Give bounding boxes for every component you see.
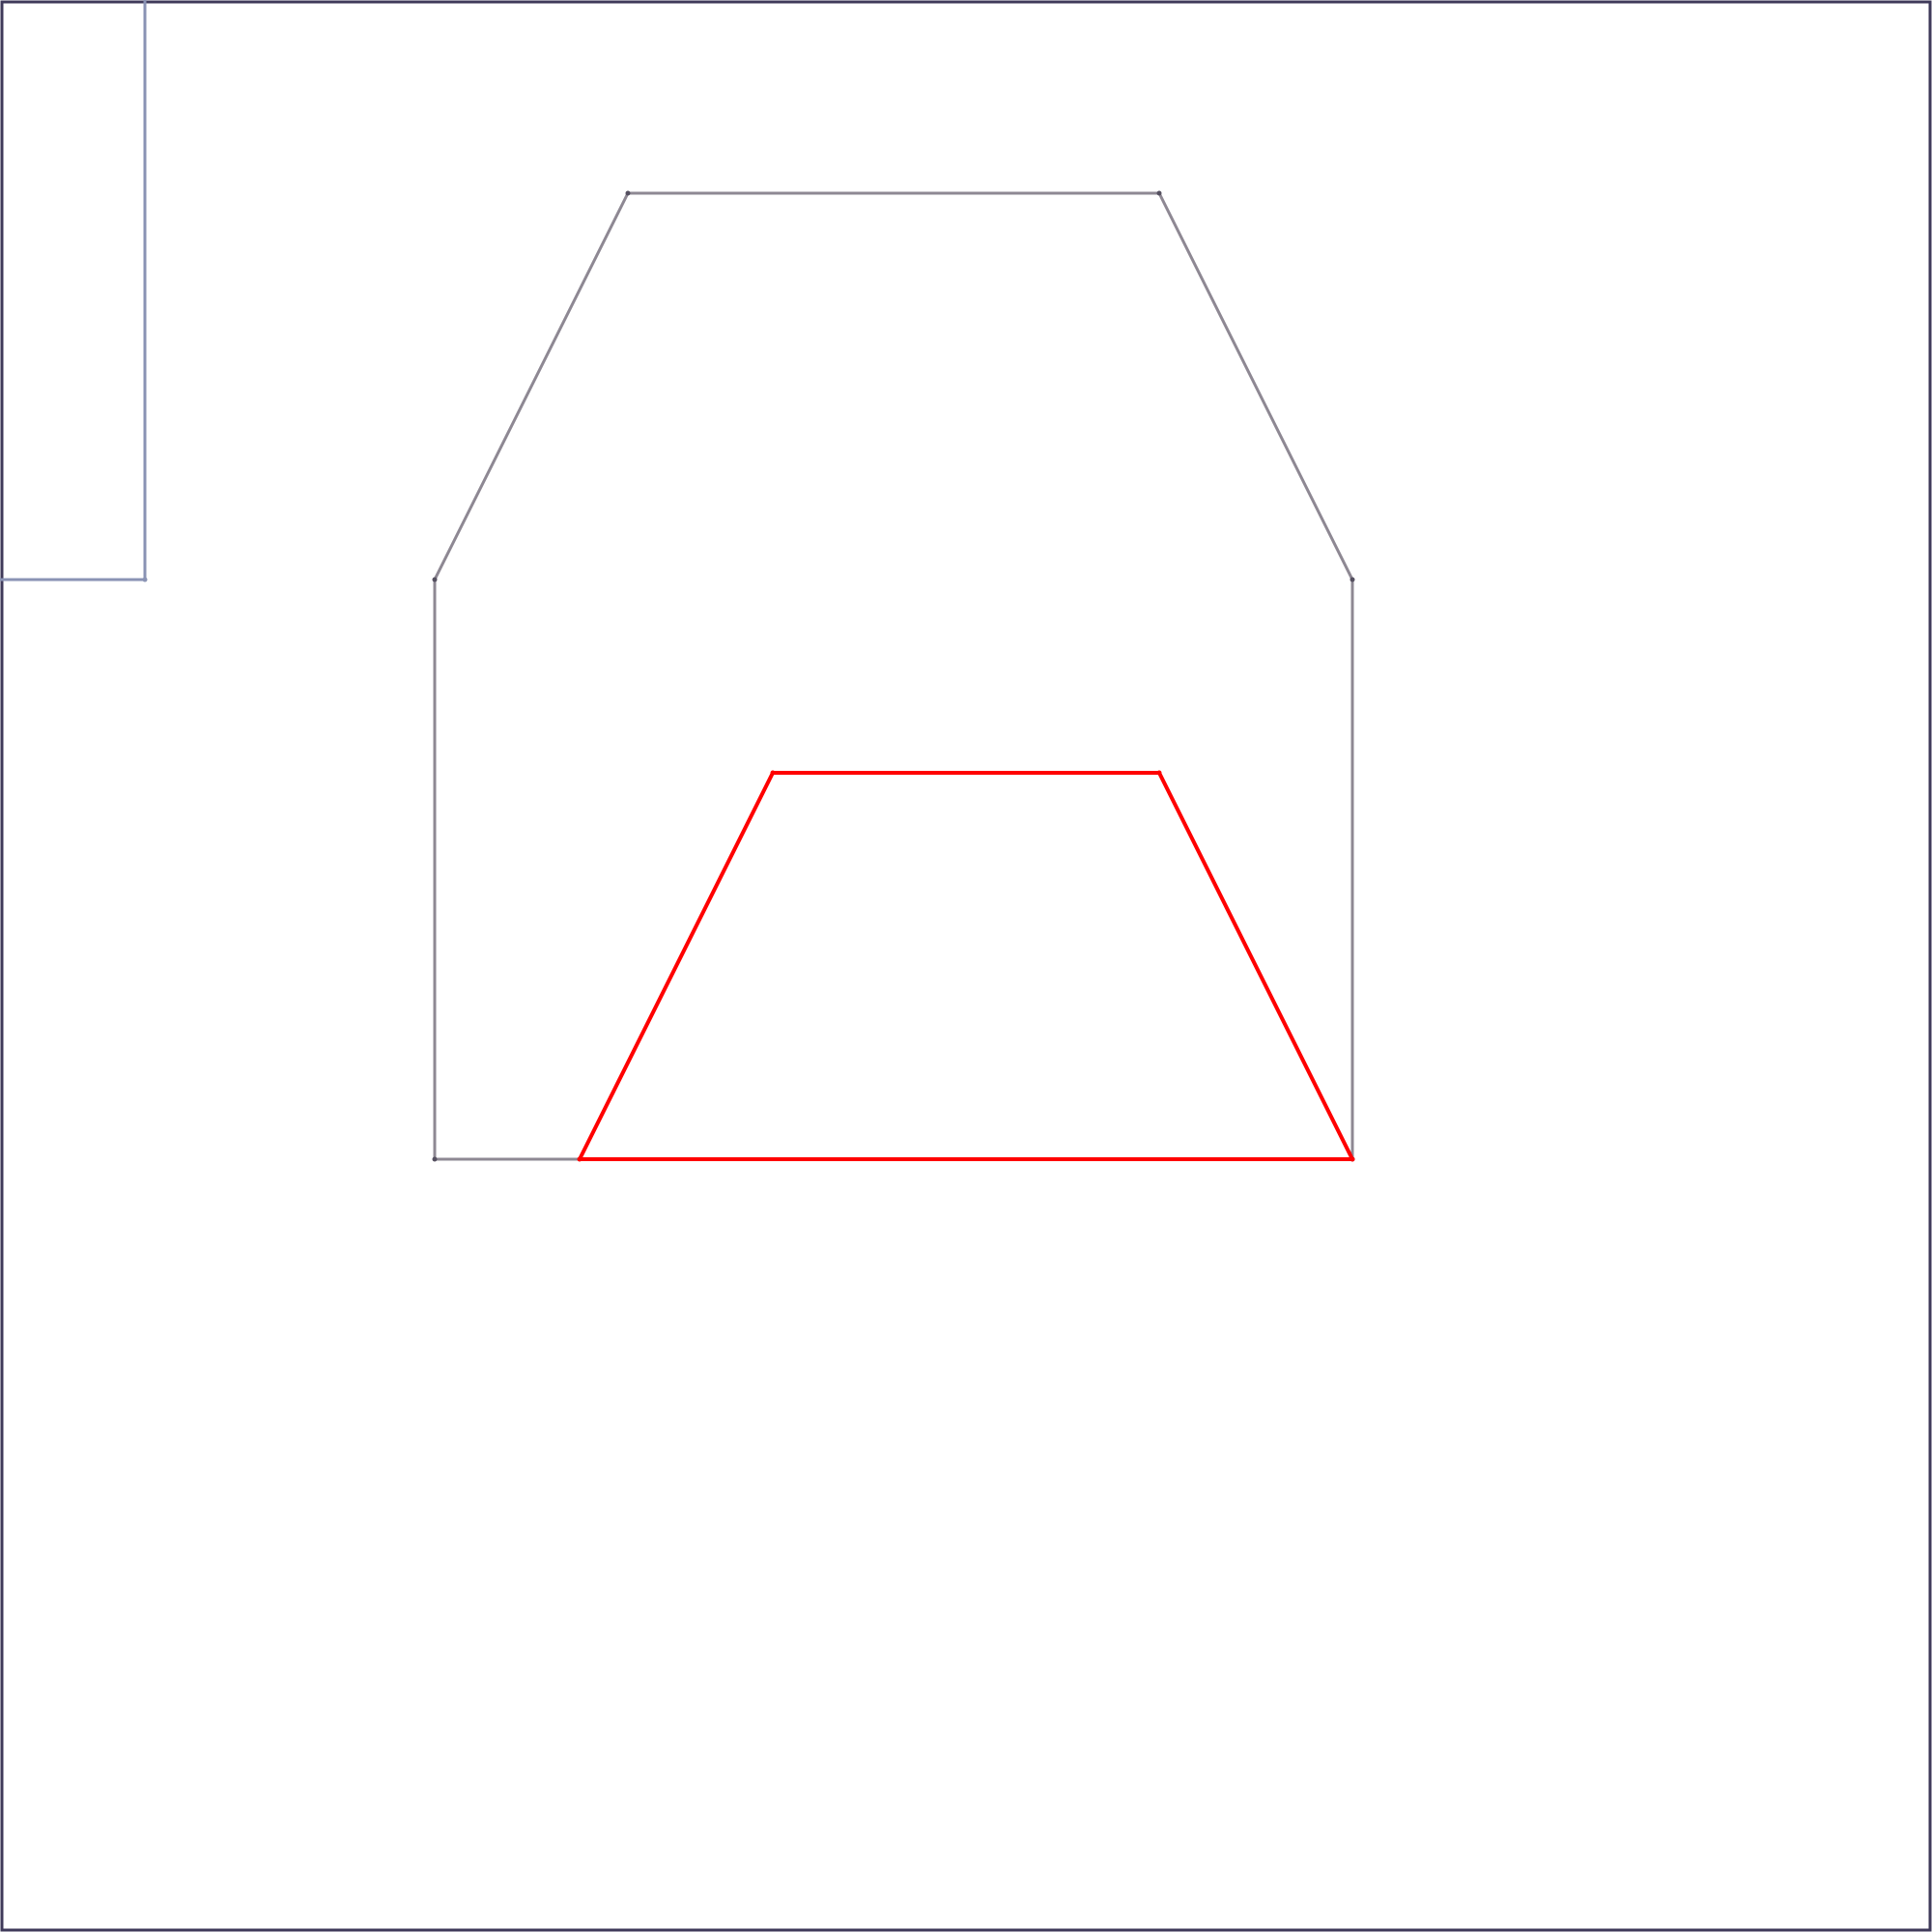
outer-polygon [433, 191, 1354, 1161]
highlight-vertex-0 [770, 770, 776, 776]
outer-vertex-5 [432, 577, 438, 582]
vertex-markers [142, 190, 1355, 1162]
corner-panel-outline [0, 0, 147, 582]
highlight-vertex-1 [1156, 770, 1162, 776]
highlighted-trapezoid [578, 771, 1354, 1161]
panel-vertex-0 [142, 577, 148, 582]
outer-vertex-2 [1350, 577, 1355, 582]
highlight-vertex-2 [1350, 1156, 1355, 1162]
outer-vertex-1 [1156, 190, 1162, 196]
outer-vertex-0 [625, 190, 631, 196]
highlight-vertex-3 [577, 1156, 582, 1162]
outer-vertex-4 [432, 1156, 438, 1162]
